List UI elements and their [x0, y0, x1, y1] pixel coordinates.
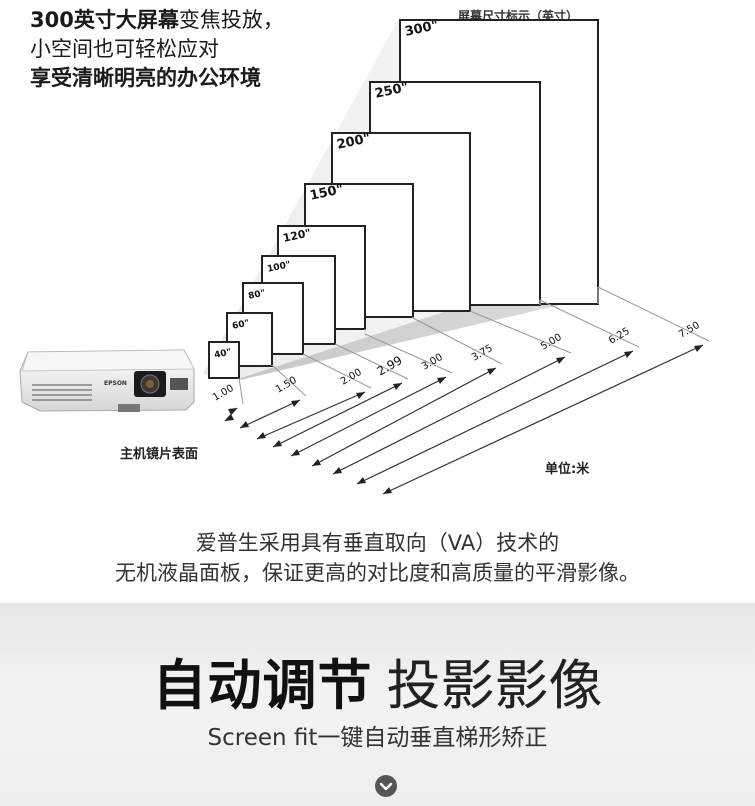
- caption-line-2: 无机液晶面板，保证更高的对比度和高质量的平滑影像。: [115, 561, 640, 585]
- floor-line-0: [238, 377, 244, 405]
- distance-arrow-2: [256, 391, 366, 440]
- distance-arrowhead-6: [556, 357, 565, 364]
- floor-line-8: [597, 286, 710, 342]
- floor-line-1: [271, 364, 307, 397]
- distance-arrowtail-5: [312, 459, 321, 466]
- distance-label-4: 3.00: [420, 352, 445, 373]
- projector: EPSON: [19, 349, 195, 412]
- distance-label-8: 7.50: [677, 320, 702, 341]
- promo-section: [0, 603, 755, 806]
- distance-arrowtail-1: [240, 421, 249, 428]
- screen-size-6: 200": [336, 131, 372, 153]
- promo-title-strong: 自动调节: [152, 654, 373, 717]
- floor-line-4: [364, 333, 453, 374]
- promo-title-light: 投影影像: [386, 654, 603, 717]
- floor-line-5: [412, 317, 503, 365]
- distance-label-2: 2.00: [339, 367, 364, 388]
- screen-size-5: 150": [309, 182, 345, 204]
- distance-arrow-1: [239, 399, 301, 429]
- headline-line-2: 小空间也可轻松应对: [30, 37, 219, 61]
- distance-label-1: 1.50: [274, 375, 299, 396]
- caption: 爱普生采用具有垂直取向（VA）技术的 无机液晶面板，保证更高的对比度和高质量的平…: [0, 528, 755, 588]
- projection-distance-diagram: 屏幕尺寸标示（英寸） 300"250"200"150"120"100"80"60…: [19, 8, 710, 495]
- distance-arrowtail-3: [273, 440, 282, 447]
- unit-label: 单位:米: [545, 461, 590, 477]
- floor-line-7: [539, 299, 640, 348]
- headline: 300英寸大屏幕变焦投放， 小空间也可轻松应对 享受清晰明亮的办公环境: [30, 6, 284, 93]
- promo-subtitle: Screen fit一键自动垂直梯形矫正: [207, 725, 548, 751]
- screens-layer: 300" 250" 200" 150" 120" 100"80" 60" 40": [208, 18, 599, 379]
- distance-label-6: 5.00: [539, 332, 564, 353]
- distance-arrowhead-4: [437, 377, 446, 384]
- distance-arrowhead-1: [291, 400, 300, 407]
- screen-size-8: 300": [404, 18, 440, 40]
- screen-size-4: 120": [282, 226, 312, 245]
- distance-arrowhead-7: [624, 351, 633, 358]
- projector-label: 主机镜片表面: [120, 446, 198, 462]
- screen-0: [208, 341, 240, 379]
- distance-arrowtail-6: [333, 467, 342, 474]
- promo-title: 自动调节投影影像: [0, 654, 755, 718]
- distance-arrow-4: [290, 376, 447, 457]
- floor-line-2: [302, 353, 372, 389]
- floor-line-6: [469, 310, 572, 354]
- distance-arrowtail-2: [257, 432, 266, 439]
- screen-size-2: 80": [247, 288, 266, 301]
- distance-label-7: 6.25: [607, 326, 632, 347]
- distance-arrow-3: [272, 382, 403, 448]
- headline-line-1-rest: 变焦投放，: [178, 8, 284, 32]
- screen-size-3: 100": [266, 260, 291, 275]
- headline-line-1-bold: 300英寸大屏幕: [30, 8, 179, 32]
- distance-arrowtail-0: [225, 414, 234, 421]
- distance-arrowtail-4: [291, 449, 300, 456]
- headline-line-1: 300英寸大屏幕变焦投放，: [30, 6, 284, 35]
- headline-line-3-bold: 享受清晰明亮的办公环境: [30, 66, 261, 90]
- distance-arrowhead-0: [228, 408, 237, 415]
- caption-line-1: 爱普生采用具有垂直取向（VA）技术的: [195, 531, 560, 555]
- screen-size-1: 60": [231, 318, 250, 331]
- chevron-down-icon: [379, 782, 393, 791]
- headline-line-3: 享受清晰明亮的办公环境: [30, 64, 284, 93]
- scroll-down-button[interactable]: [375, 775, 397, 797]
- floor-line-3: [334, 343, 409, 380]
- distance-label-5: 3.75: [470, 343, 495, 364]
- distance-arrow-7: [356, 350, 634, 485]
- distance-arrowhead-3: [393, 383, 402, 390]
- distance-arrow-5: [311, 367, 497, 467]
- distance-arrow-8: [382, 344, 704, 495]
- distance-arrowtail-8: [383, 487, 392, 494]
- distance-arrow-6: [332, 356, 566, 475]
- screen-size-0: 40": [213, 347, 232, 360]
- distance-arrowhead-8: [694, 345, 703, 352]
- distance-arrowhead-2: [356, 392, 365, 399]
- projector-brand: EPSON: [104, 380, 127, 387]
- distance-arrowhead-5: [487, 368, 496, 375]
- distance-label-0: 1.00: [211, 383, 236, 404]
- screen-size-7: 250": [374, 80, 410, 102]
- distance-arrowtail-7: [357, 477, 366, 484]
